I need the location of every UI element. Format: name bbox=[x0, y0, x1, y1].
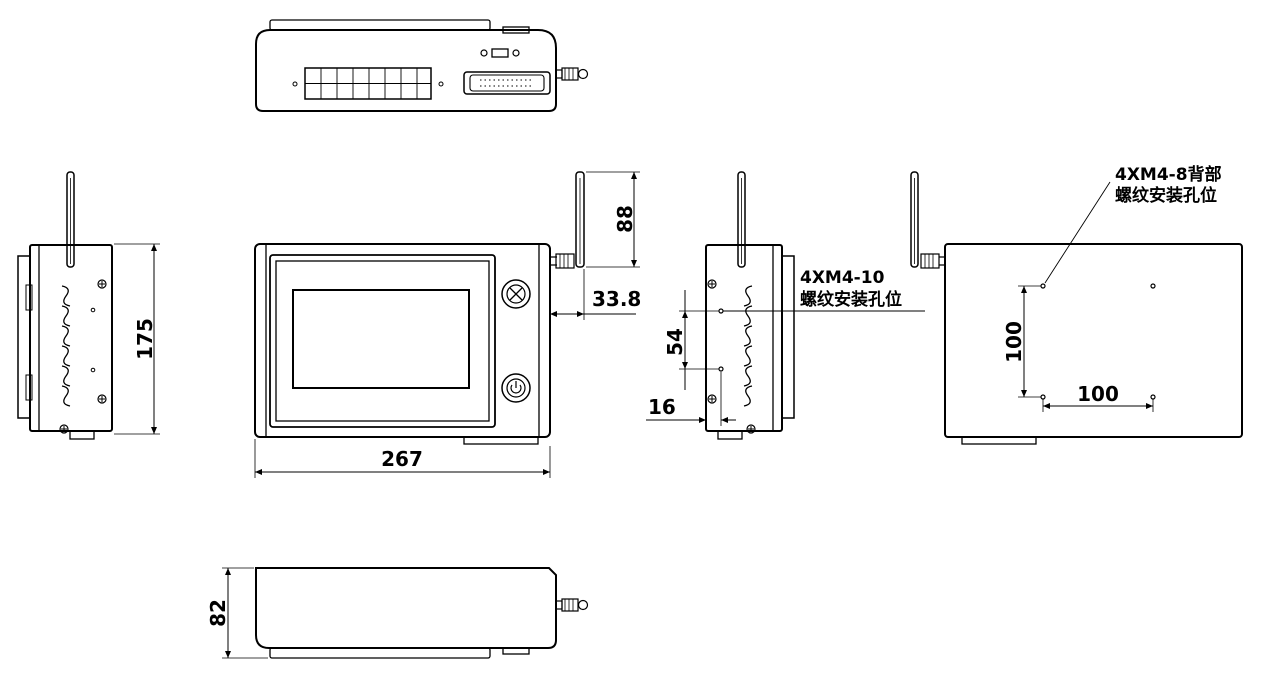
front-view: 88 33.8 267 bbox=[254, 171, 641, 478]
vent-slots bbox=[61, 285, 71, 407]
antenna-connector bbox=[555, 67, 589, 81]
side-holes-note-line1: 4XM4-10 bbox=[800, 268, 885, 288]
width-dim-label: 267 bbox=[381, 447, 423, 471]
vent-slots bbox=[743, 285, 753, 407]
side-hole-offset-dim-label: 16 bbox=[648, 395, 676, 419]
antenna-connector bbox=[555, 598, 589, 612]
bottom-view: 82 bbox=[206, 567, 589, 659]
rj45-port-bank bbox=[304, 67, 432, 100]
power-button bbox=[501, 373, 531, 403]
db-connector bbox=[463, 71, 551, 95]
back-hole-horizontal-dim-label: 100 bbox=[1077, 382, 1119, 406]
back-holes-note-line1: 4XM4-8背部 bbox=[1115, 164, 1222, 185]
joystick-button bbox=[501, 279, 531, 309]
back-view: 100 100 4XM4-8背部 螺纹安装孔位 bbox=[910, 164, 1243, 445]
antenna-offset-dim-label: 33.8 bbox=[592, 287, 641, 311]
antenna-height-dim-label: 88 bbox=[613, 205, 637, 233]
height-dim-label: 175 bbox=[133, 318, 157, 360]
depth-dim-label: 82 bbox=[206, 599, 230, 627]
right-side-view: 54 16 4XM4-10 螺纹安装孔位 bbox=[646, 171, 925, 440]
side-holes-note-line2: 螺纹安装孔位 bbox=[800, 289, 902, 310]
antenna bbox=[550, 171, 585, 269]
side-hole-spacing-dim-label: 54 bbox=[663, 328, 687, 356]
left-side-view: 175 bbox=[17, 171, 160, 440]
back-hole-vertical-dim-label: 100 bbox=[1002, 321, 1026, 363]
screw-icon bbox=[707, 279, 756, 434]
screw-icon bbox=[59, 279, 107, 434]
back-holes-note-line2: 螺纹安装孔位 bbox=[1115, 185, 1217, 206]
top-view bbox=[255, 19, 589, 112]
